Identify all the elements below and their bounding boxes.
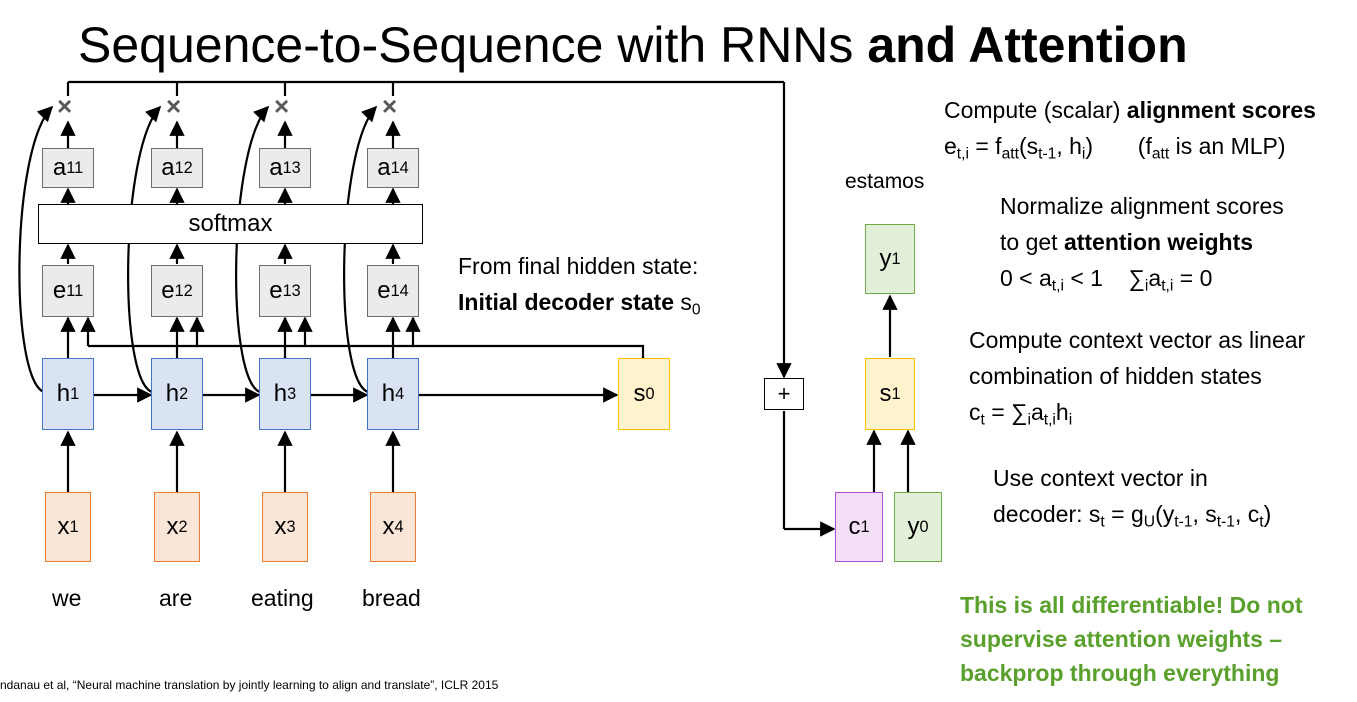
s0-feedback-line [88,344,645,358]
curve-h4-mult [343,105,378,394]
input-word: eating [251,585,314,611]
note-normalize: Normalize alignment scores to get attent… [1000,193,1284,295]
multiply-icon: × [274,91,290,121]
context-sum-plus: + [764,378,804,410]
title-plain: Sequence-to-Sequence with RNNs [78,17,868,73]
note-alignment: Compute (scalar) alignment scores et,i =… [944,97,1316,163]
multiply-icon: × [166,91,182,121]
curve-h1-mult [18,105,54,394]
initial-state-note: From final hidden state: Initial decoder… [458,253,701,319]
page-title: Sequence-to-Sequence with RNNs and Atten… [78,15,1188,75]
note-context: Compute context vector as linear combina… [969,327,1306,429]
input-word: are [159,585,193,611]
differentiable-note: This is all differentiable! Do not super… [960,592,1303,686]
curve-h3-mult [235,105,270,394]
softmax-box: softmax [38,204,423,244]
citation: ndanau et al, “Neural machine translatio… [0,678,499,692]
input-word: bread [362,585,421,611]
multiply-icon: × [382,91,398,121]
input-word: we [52,585,82,611]
multiply-icon: × [57,91,73,121]
curve-h2-mult [127,105,162,394]
note-use-context: Use context vector in decoder: st = gU(y… [993,465,1272,531]
title-bold: and Attention [867,17,1188,73]
output-word: estamos [845,170,925,193]
